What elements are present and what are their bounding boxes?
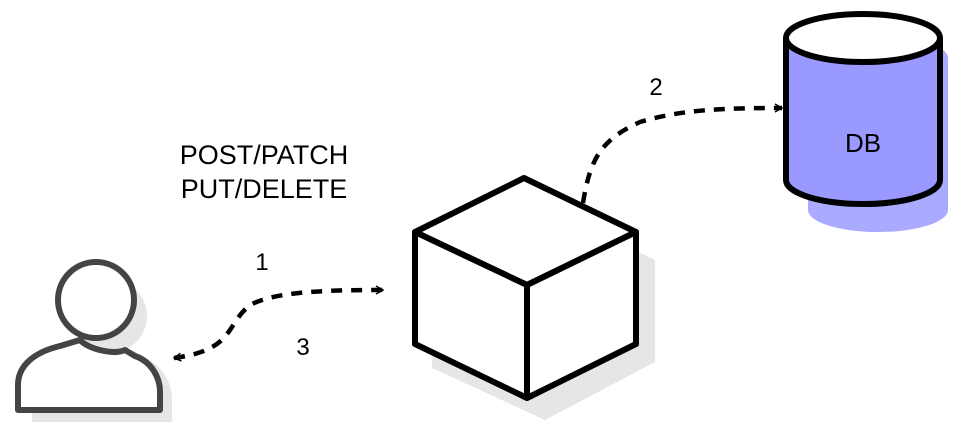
request-methods-line-1: POST/PATCH [180,140,349,170]
database-icon [783,11,948,232]
cube-icon [412,175,655,420]
request-methods-line-2: PUT/DELETE [181,174,348,204]
user-icon [15,259,172,422]
step-label-database: 2 [649,74,662,101]
database-label: DB [845,128,881,158]
step-label-request: 1 [255,249,268,276]
server-database-arrow [580,103,784,204]
client-server-arrow [172,285,385,362]
step-label-response: 3 [296,334,309,361]
